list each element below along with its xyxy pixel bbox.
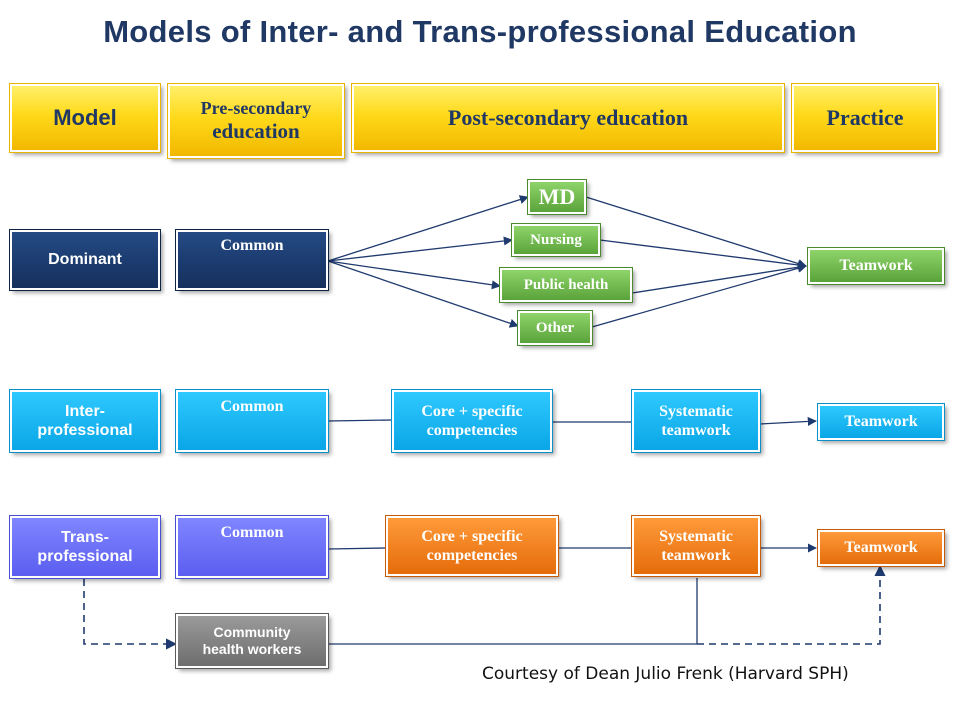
arrow-common-to-other: [327, 260, 519, 328]
header-post-secondary-label: Post-secondary education: [447, 104, 689, 130]
dominant-common: Common: [175, 229, 329, 291]
branch-public-health-label: Public health: [523, 277, 609, 293]
branch-public-health: Public health: [499, 267, 633, 303]
trans-core-line1: Core + specific: [421, 527, 523, 545]
arrow-other-to-teamwork: [591, 263, 807, 328]
trans-core-line2: competencies: [426, 547, 518, 564]
header-model: Model: [9, 83, 161, 153]
branch-nursing-label: Nursing: [530, 232, 582, 248]
slide-title: Models of Inter- and Trans-professional …: [103, 14, 857, 49]
inter-core-line2: competencies: [426, 422, 518, 439]
branch-other-label: Other: [535, 320, 575, 336]
credit-text: Courtesy of Dean Julio Frenk (Harvard SP…: [482, 664, 849, 684]
branch-md-label: MD: [538, 183, 576, 209]
chw-label-line1: Community: [213, 624, 291, 641]
model-transprofessional: Trans- professional: [9, 515, 161, 579]
line-inter-common-to-core: [327, 419, 393, 422]
community-health-workers: Community health workers: [175, 613, 329, 669]
trans-common-label: Common: [220, 524, 284, 542]
arrow-nursing-to-teamwork: [599, 239, 807, 270]
arrow-common-to-public-health: [327, 260, 501, 290]
model-trans-label-line2: professional: [37, 548, 133, 565]
line-trans-common-to-core: [327, 547, 387, 550]
inter-systematic-line1: Systematic: [659, 402, 733, 420]
inter-teamwork: Teamwork: [817, 403, 945, 441]
dominant-common-label: Common: [220, 237, 284, 255]
header-model-label: Model: [53, 104, 117, 130]
arrow-public-health-to-teamwork: [631, 262, 807, 294]
dashed-trans-to-chw: [83, 579, 178, 650]
trans-teamwork: Teamwork: [817, 529, 945, 567]
inter-common: Common: [175, 389, 329, 453]
trans-teamwork-label: Teamwork: [844, 539, 918, 557]
model-interprofessional: Inter- professional: [9, 389, 161, 453]
branch-nursing: Nursing: [511, 223, 601, 257]
chw-label-line2: health workers: [202, 641, 302, 657]
header-practice: Practice: [791, 83, 939, 153]
inter-teamwork-label: Teamwork: [844, 413, 918, 431]
arrow-common-to-nursing: [327, 236, 513, 262]
trans-systematic-teamwork: Systematic teamwork: [631, 515, 761, 577]
header-pre-secondary: Pre-secondary education: [167, 83, 345, 159]
model-inter-label-line2: professional: [37, 422, 133, 439]
trans-common: Common: [175, 515, 329, 579]
inter-systematic-line2: teamwork: [661, 422, 731, 439]
trans-systematic-line2: teamwork: [661, 547, 731, 564]
model-inter-label-line1: Inter-: [65, 402, 105, 420]
trans-core-competencies: Core + specific competencies: [385, 515, 559, 577]
header-pre-secondary-line2: education: [212, 119, 300, 144]
model-trans-label-line1: Trans-: [60, 528, 109, 546]
inter-systematic-teamwork: Systematic teamwork: [631, 389, 761, 453]
model-dominant-label: Dominant: [48, 251, 122, 269]
inter-common-label: Common: [220, 398, 284, 416]
header-post-secondary: Post-secondary education: [351, 83, 785, 153]
header-pre-secondary-line1: Pre-secondary: [200, 97, 312, 118]
dominant-teamwork-label: Teamwork: [839, 257, 913, 275]
arrow-inter-systematic-to-teamwork: [759, 416, 817, 426]
model-dominant: Dominant: [9, 229, 161, 291]
branch-md: MD: [527, 179, 587, 215]
inter-core-competencies: Core + specific competencies: [391, 389, 553, 453]
header-practice-label: Practice: [826, 104, 904, 130]
dashed-chw-to-teamwork: [697, 564, 886, 645]
arrow-md-to-teamwork: [585, 196, 807, 268]
dominant-teamwork: Teamwork: [807, 247, 945, 285]
arrow-common-to-md: [327, 195, 529, 262]
inter-core-line1: Core + specific: [421, 402, 523, 420]
branch-other: Other: [517, 310, 593, 346]
trans-systematic-line1: Systematic: [659, 527, 733, 545]
